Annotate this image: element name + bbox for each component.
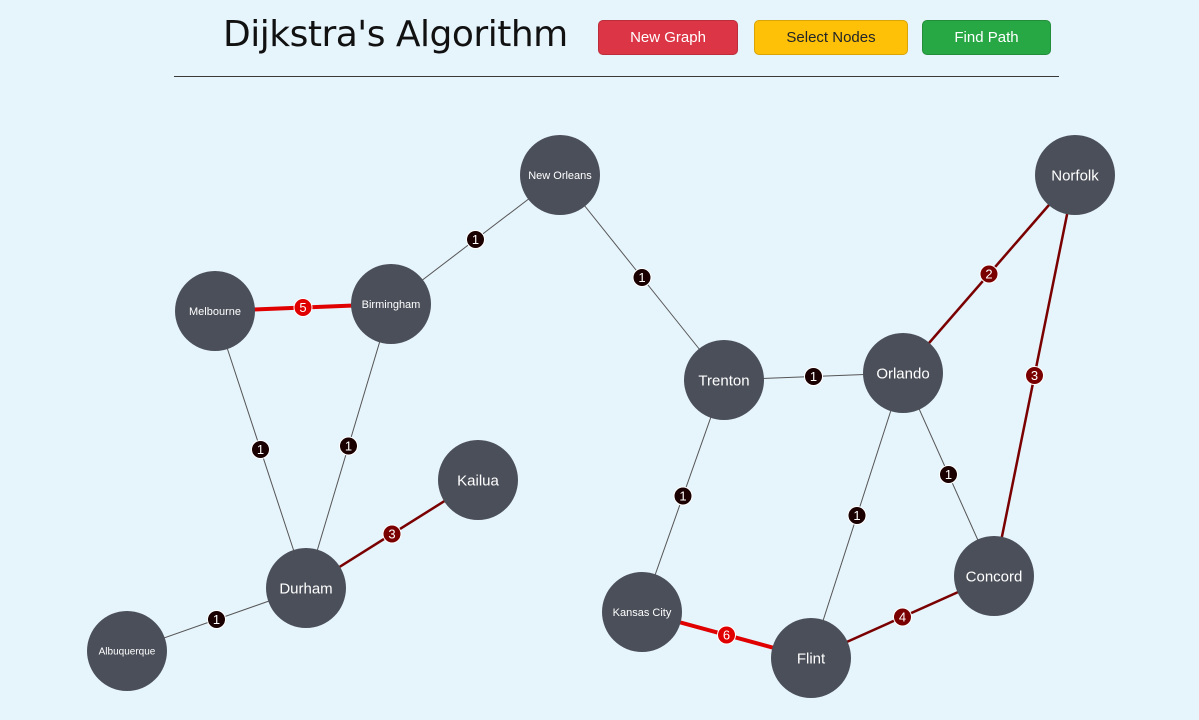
edge-weight-new-orleans-trenton: 1 — [632, 268, 652, 287]
node-label: Trenton — [698, 372, 749, 389]
node-circle[interactable] — [863, 333, 943, 413]
header: Dijkstra's Algorithm New Graph Select No… — [174, 0, 1059, 77]
edge-weight-flint-concord: 4 — [893, 607, 912, 627]
edge-weight-label: 3 — [1031, 368, 1038, 383]
node-trenton[interactable]: Trenton — [684, 340, 764, 420]
edge-weight-label: 1 — [638, 270, 645, 285]
edge-weight-trenton-orlando: 1 — [804, 367, 823, 386]
edge-weight-melbourne-birmingham: 5 — [293, 298, 313, 317]
edge-weight-label: 1 — [257, 442, 264, 457]
node-circle[interactable] — [351, 264, 431, 344]
node-albuquerque[interactable]: Albuquerque — [87, 611, 167, 691]
edge-weight-badge — [339, 436, 358, 456]
node-new-orleans[interactable]: New Orleans — [520, 135, 600, 215]
node-label: Albuquerque — [99, 647, 156, 658]
edge-weight-badge — [979, 264, 999, 284]
node-label: Birmingham — [362, 299, 421, 311]
new-graph-button[interactable]: New Graph — [598, 20, 738, 55]
node-circle[interactable] — [520, 135, 600, 215]
node-label: Concord — [966, 568, 1023, 585]
edge-weight-kansas-city-flint: 6 — [717, 625, 736, 645]
select-nodes-button[interactable]: Select Nodes — [754, 20, 908, 55]
edge-weight-label: 1 — [810, 369, 817, 384]
node-label: Kansas City — [613, 607, 672, 619]
weights-layer: 1 1 5 1 1 3 1 1 1 2 3 1 1 6 4 — [207, 230, 1044, 645]
edge-weight-badge — [632, 268, 652, 287]
edge-weight-badge — [466, 230, 485, 249]
edge-weight-label: 2 — [985, 267, 992, 282]
node-circle[interactable] — [1035, 135, 1115, 215]
edge-weight-badge — [382, 524, 402, 544]
edge-weight-badge — [893, 607, 912, 627]
edge-weight-new-orleans-birmingham: 1 — [466, 230, 485, 249]
edge-weight-orlando-norfolk: 2 — [979, 264, 999, 284]
node-circle[interactable] — [266, 548, 346, 628]
edge-weight-label: 3 — [388, 527, 395, 542]
edge-weight-label: 1 — [679, 489, 686, 504]
edge-weight-badge — [251, 440, 270, 459]
node-norfolk[interactable]: Norfolk — [1035, 135, 1115, 215]
node-label: Norfolk — [1051, 167, 1099, 184]
edge-weight-orlando-concord: 1 — [939, 465, 958, 484]
edge-weight-durham-kailua: 3 — [382, 524, 402, 544]
edge-weight-norfolk-concord: 3 — [1025, 366, 1044, 385]
edge-weight-badge — [847, 506, 867, 525]
edge-weight-label: 1 — [945, 467, 952, 482]
node-orlando[interactable]: Orlando — [863, 333, 943, 413]
node-durham[interactable]: Durham — [266, 548, 346, 628]
node-circle[interactable] — [175, 271, 255, 351]
edge-weight-label: 1 — [853, 508, 860, 523]
edge-weight-birmingham-durham: 1 — [339, 436, 358, 456]
node-label: Orlando — [876, 365, 929, 382]
edge-weight-badge — [207, 610, 226, 629]
node-flint[interactable]: Flint — [771, 618, 851, 698]
node-melbourne[interactable]: Melbourne — [175, 271, 255, 351]
page-title: Dijkstra's Algorithm — [223, 14, 568, 55]
node-circle[interactable] — [438, 440, 518, 520]
node-label: New Orleans — [528, 170, 592, 182]
find-path-button[interactable]: Find Path — [922, 20, 1051, 55]
edge-weight-badge — [1025, 366, 1044, 385]
node-kailua[interactable]: Kailua — [438, 440, 518, 520]
edge-weight-badge — [717, 625, 736, 645]
node-label: Flint — [797, 650, 826, 667]
edge-weight-label: 1 — [345, 439, 352, 454]
node-concord[interactable]: Concord — [954, 536, 1034, 616]
edge-weight-label: 5 — [299, 300, 306, 315]
edge-weight-label: 1 — [472, 232, 479, 247]
node-label: Melbourne — [189, 306, 241, 318]
edge-weight-badge — [939, 465, 958, 484]
edge-weight-label: 1 — [213, 612, 220, 627]
node-circle[interactable] — [684, 340, 764, 420]
edge-weight-orlando-flint: 1 — [847, 506, 867, 525]
node-circle[interactable] — [771, 618, 851, 698]
node-label: Durham — [279, 580, 332, 597]
edge-weight-trenton-kansas-city: 1 — [673, 486, 693, 506]
edge-weight-badge — [673, 486, 693, 506]
edge-weight-melbourne-durham: 1 — [251, 440, 270, 459]
edge-weight-badge — [293, 298, 313, 317]
node-label: Kailua — [457, 472, 499, 489]
node-circle[interactable] — [602, 572, 682, 652]
edge-weight-badge — [804, 367, 823, 386]
node-circle[interactable] — [954, 536, 1034, 616]
node-kansas-city[interactable]: Kansas City — [602, 572, 682, 652]
node-birmingham[interactable]: Birmingham — [351, 264, 431, 344]
edge-weight-label: 4 — [899, 610, 906, 625]
node-circle[interactable] — [87, 611, 167, 691]
edge-weight-label: 6 — [723, 628, 730, 643]
edge-weight-durham-albuquerque: 1 — [207, 610, 226, 629]
